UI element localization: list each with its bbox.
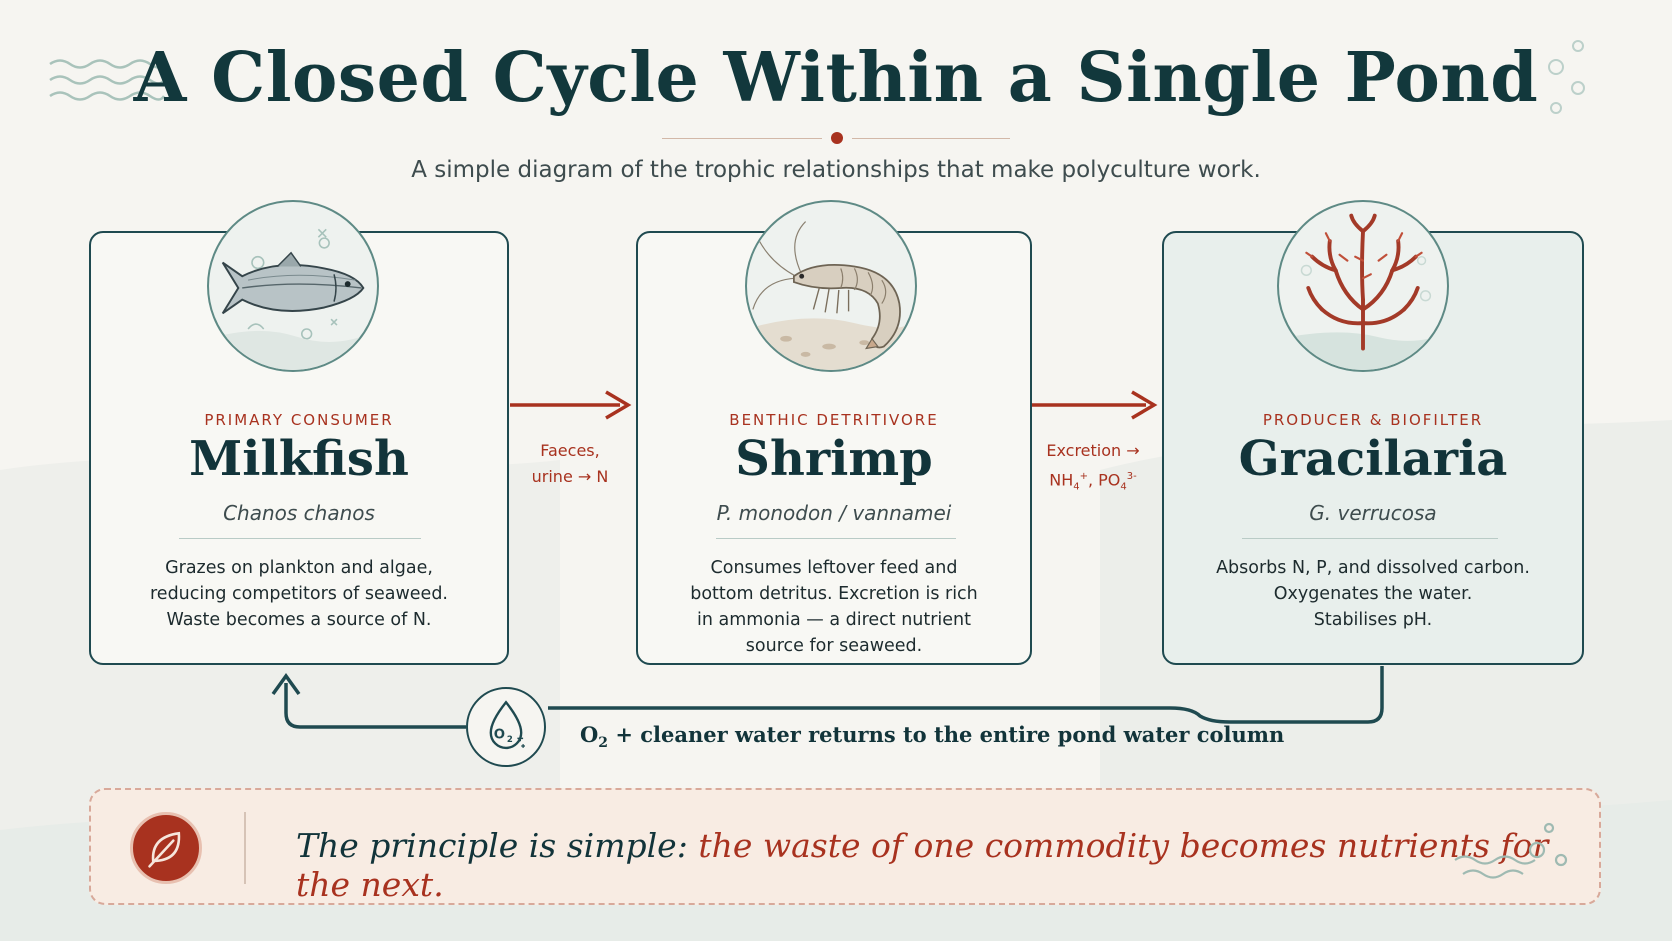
principle-text: The principle is simple: the waste of on… xyxy=(296,826,1549,904)
svg-text:O: O xyxy=(494,727,505,742)
wave-bubbles-icon xyxy=(1454,822,1568,879)
title-rule-left xyxy=(662,138,822,139)
svg-text:2: 2 xyxy=(507,735,513,745)
principle-banner: The principle is simple: the waste of on… xyxy=(89,788,1601,905)
card-gracilaria: PRODUCER & BIOFILTER Gracilaria G. verru… xyxy=(1162,231,1584,665)
page-title: A Closed Cycle Within a Single Pond xyxy=(133,38,1539,118)
card-scientific-name: Chanos chanos xyxy=(223,501,375,525)
card-role: BENTHIC DETRITIVORE xyxy=(729,411,939,429)
seaweed-icon xyxy=(1277,200,1449,372)
card-divider xyxy=(179,538,421,539)
wave-decoration-icon xyxy=(49,59,166,101)
card-description: Absorbs N, P, and dissolved carbon. Oxyg… xyxy=(1216,558,1530,630)
card-scientific-name: P. monodon / vannamei xyxy=(716,501,952,525)
card-divider xyxy=(716,538,956,539)
leaf-icon xyxy=(130,812,202,884)
bubbles-icon xyxy=(1548,40,1585,114)
flow-label-fish-to-shrimp: Faeces, urine → N xyxy=(531,441,609,486)
card-name: Gracilaria xyxy=(1238,431,1508,487)
page-subtitle: A simple diagram of the trophic relation… xyxy=(411,157,1261,183)
card-name: Shrimp xyxy=(735,431,933,487)
card-name: Milkfish xyxy=(189,431,409,487)
title-rule-dot xyxy=(831,132,843,144)
card-role: PRODUCER & BIOFILTER xyxy=(1262,411,1484,429)
card-description: Grazes on plankton and algae, reducing c… xyxy=(150,558,448,630)
card-scientific-name: G. verrucosa xyxy=(1309,501,1437,525)
oxygen-drop-icon: O 2 xyxy=(466,687,546,767)
card-divider xyxy=(1242,538,1498,539)
title-rule-right xyxy=(852,138,1010,139)
flow-label-shrimp-to-seaweed: Excretion → NH4+, PO43- xyxy=(1046,441,1140,493)
shrimp-icon xyxy=(745,200,917,372)
card-description: Consumes leftover feed and bottom detrit… xyxy=(690,558,978,656)
card-role: PRIMARY CONSUMER xyxy=(204,411,394,429)
fish-icon xyxy=(207,200,379,372)
return-loop-label: O2 + cleaner water returns to the entire… xyxy=(580,722,1285,752)
banner-separator xyxy=(244,812,246,884)
